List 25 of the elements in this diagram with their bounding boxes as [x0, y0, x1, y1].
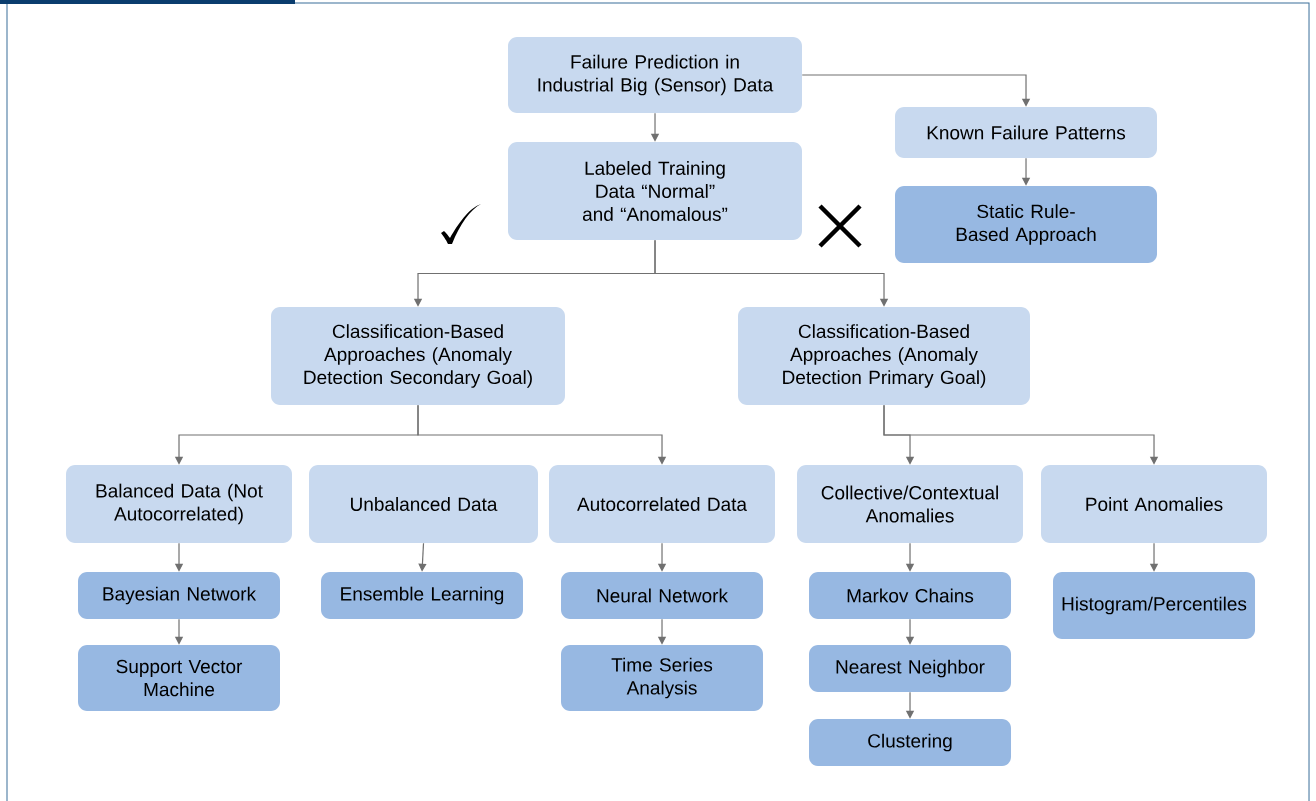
method-box: Markov Chains: [809, 572, 1011, 619]
category-box: Classification-Based Approaches (Anomaly Detection Primary Goal): [738, 307, 1030, 405]
arrow: [418, 542, 427, 572]
category-box: Point Anomalies: [1041, 465, 1267, 543]
category-box: Autocorrelated Data: [549, 465, 775, 543]
method-box: Support Vector Machine: [78, 645, 280, 711]
method-box: Ensemble Learning: [321, 572, 523, 619]
category-box: Known Failure Patterns: [895, 107, 1157, 158]
method-box: Static Rule-Based Approach: [895, 186, 1157, 263]
category-box: Collective/Contextual Anomalies: [797, 465, 1023, 543]
method-box: Clustering: [809, 719, 1011, 766]
method-box: Histogram/Percentiles: [1053, 572, 1255, 639]
arrow: [883, 404, 1159, 465]
category-box: Unbalanced Data: [309, 465, 538, 543]
category-box: Balanced Data (Not Autocorrelated): [66, 465, 292, 543]
method-box: Neural Network: [561, 572, 763, 619]
category-box: Labeled Training Data “Normal” and “Anomalous”: [508, 142, 802, 240]
category-box: Classification-Based Approaches (Anomaly Detection Secondary Goal): [271, 307, 565, 405]
category-box: Failure Prediction in Industrial Big (Sensor) Data: [508, 37, 802, 113]
method-box: Nearest Neighbor: [809, 645, 1011, 692]
method-box: Bayesian Network: [78, 572, 280, 619]
arrow: [801, 74, 1031, 107]
arrow: [654, 239, 889, 307]
arrow: [417, 404, 667, 465]
method-box: Time Series Analysis: [561, 645, 763, 711]
